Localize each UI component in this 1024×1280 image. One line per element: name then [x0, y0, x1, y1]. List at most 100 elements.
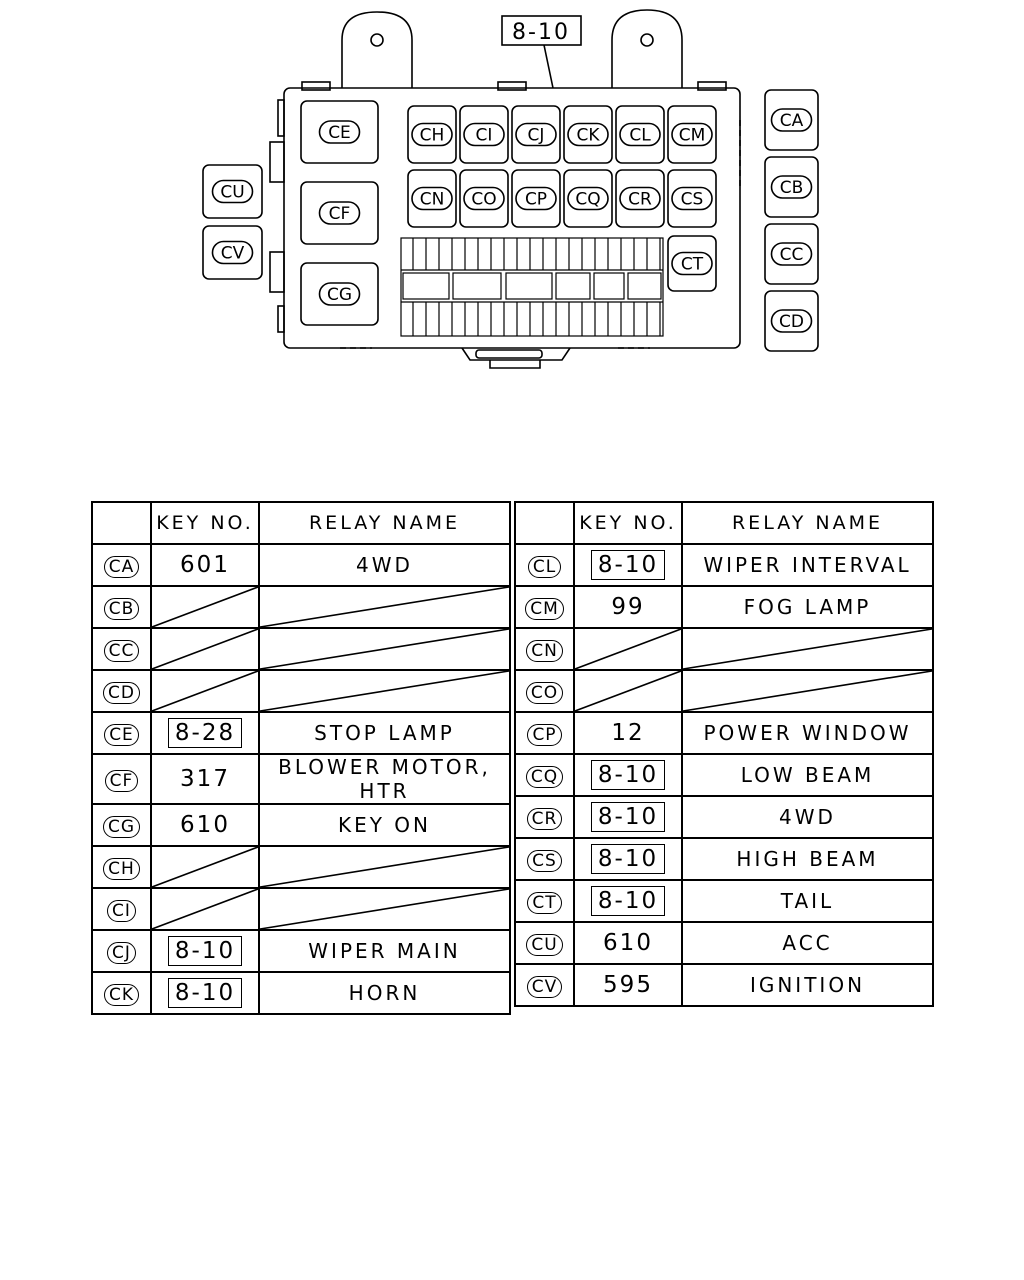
relay-name: WIPER INTERVAL	[703, 553, 912, 577]
relay-name-cell: 4WD	[681, 795, 934, 839]
relay-name: HORN	[348, 981, 421, 1005]
relay-name-cell: FOG LAMP	[681, 585, 934, 629]
relay-code-cell: CE	[91, 711, 152, 755]
empty-slash	[260, 587, 509, 627]
relay-name: HIGH BEAM	[736, 847, 879, 871]
key-no-cell: 595	[573, 963, 683, 1007]
header-key: KEY NO.	[150, 501, 260, 545]
key-no-cell: 8-28	[150, 711, 260, 755]
relay-code: CM	[525, 597, 564, 620]
key-no-cell	[150, 669, 260, 713]
relay-cg: CG	[300, 262, 379, 326]
relay-code: CO	[525, 681, 564, 704]
empty-slash	[152, 847, 258, 887]
key-reference-box: 8-10	[590, 550, 666, 580]
relay-code-oval	[515, 122, 557, 147]
relay-code-oval	[671, 251, 713, 276]
relay-code: CT	[527, 891, 562, 914]
key-reference-box: 8-10	[590, 844, 666, 874]
relay-code-label: CE	[328, 123, 351, 143]
relay-code-oval	[567, 122, 609, 147]
empty-slash	[260, 629, 509, 669]
header-code	[514, 501, 575, 545]
relay-name: 4WD	[356, 553, 413, 577]
relay-code-label: CG	[327, 285, 352, 305]
top-reference-box	[501, 15, 582, 46]
relay-code-cell: CN	[514, 627, 575, 671]
fuse-block	[400, 237, 664, 337]
relay-code-label: CU	[220, 183, 244, 203]
relay-code-oval	[671, 186, 713, 211]
table-row: CC	[91, 627, 511, 671]
key-no-cell: 8-10	[573, 879, 683, 923]
relay-name-cell: HORN	[258, 971, 511, 1015]
relay-name-cell: TAIL	[681, 879, 934, 923]
relay-code-label: CC	[780, 245, 804, 265]
relay-cd: CD	[764, 290, 819, 352]
empty-slash	[575, 629, 681, 669]
key-no-cell: 8-10	[150, 929, 260, 973]
relay-code-cell: CP	[514, 711, 575, 755]
relay-name-cell: WIPER INTERVAL	[681, 543, 934, 587]
relay-code-cell: CQ	[514, 753, 575, 797]
key-no-cell: 317	[150, 753, 260, 805]
table-row: CL 8-10 WIPER INTERVAL	[514, 543, 934, 587]
relay-code-label: CS	[681, 190, 704, 210]
relay-code-label: CT	[681, 255, 704, 275]
relay-code-label: CF	[329, 204, 351, 224]
relay-code-oval	[411, 122, 453, 147]
relay-code-label: CM	[679, 126, 706, 146]
key-no-cell: 8-10	[573, 795, 683, 839]
relay-code-label: CV	[221, 244, 245, 264]
relay-code: CR	[526, 807, 563, 830]
relay-code-oval	[318, 201, 361, 225]
relay-ck: CK	[563, 105, 613, 164]
relay-name-cell: STOP LAMP	[258, 711, 511, 755]
key-no-cell	[573, 627, 683, 671]
top-reference-label: 8-10	[512, 20, 570, 45]
relay-code-oval	[567, 186, 609, 211]
relay-name-cell	[681, 627, 934, 671]
empty-slash	[152, 671, 258, 711]
relay-cs: CS	[667, 169, 717, 228]
key-no-cell: 8-10	[573, 753, 683, 797]
relay-name: BLOWER MOTOR, HTR	[278, 755, 491, 803]
relay-name-cell	[258, 585, 511, 629]
relay-code-label: CH	[420, 126, 445, 146]
empty-slash	[260, 847, 509, 887]
relay-code: CC	[103, 639, 140, 662]
relay-code-oval	[211, 240, 254, 265]
relay-cp: CP	[511, 169, 561, 228]
relay-code-cell: CK	[91, 971, 152, 1015]
relay-code-cell: CV	[514, 963, 575, 1007]
relay-ca: CA	[764, 89, 819, 151]
table-row: CO	[514, 669, 934, 713]
relay-code-label: CD	[779, 312, 804, 332]
relay-name-cell	[681, 669, 934, 713]
relay-cq: CQ	[563, 169, 613, 228]
relay-code-oval	[463, 186, 505, 211]
relay-code-oval	[515, 186, 557, 211]
relay-code-label: CL	[629, 126, 651, 146]
relay-name: FOG LAMP	[743, 595, 872, 619]
relay-code-cell: CC	[91, 627, 152, 671]
key-no-cell	[573, 669, 683, 713]
table-header-row: KEY NO.RELAY NAME	[91, 501, 511, 545]
relay-code-label: CI	[476, 126, 493, 146]
key-no-cell: 610	[150, 803, 260, 847]
relay-ce: CE	[300, 100, 379, 164]
relay-code-cell: CL	[514, 543, 575, 587]
header-code	[91, 501, 152, 545]
relay-code: CL	[527, 555, 562, 578]
key-no-cell	[150, 887, 260, 931]
relay-code-label: CK	[576, 126, 600, 146]
